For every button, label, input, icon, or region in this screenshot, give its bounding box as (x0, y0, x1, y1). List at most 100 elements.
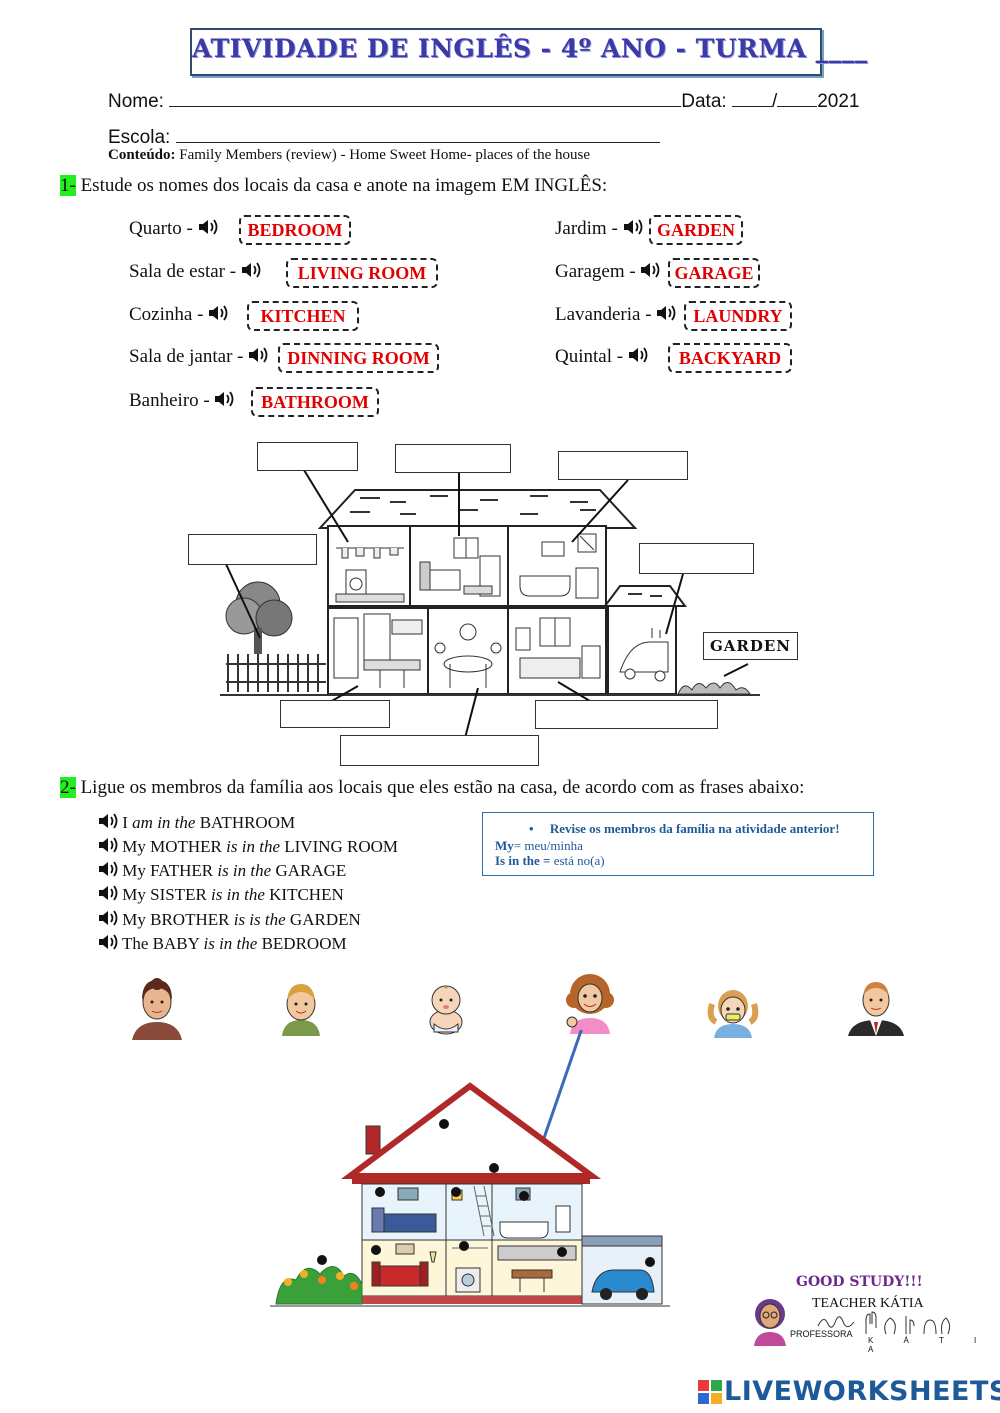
date-label: Data: (681, 91, 727, 112)
answer-garage: GARAGE (668, 258, 760, 288)
speaker-icon[interactable] (640, 261, 660, 279)
tip-line-2: Is in the = está no(a) (495, 853, 605, 869)
tip-line-1: My= meu/minha (495, 838, 583, 854)
speaker-icon[interactable] (98, 884, 118, 902)
question-1-text: Estude os nomes dos locais da casa e ano… (80, 175, 608, 196)
me-avatar[interactable] (562, 970, 618, 1034)
school-label: Escola: (108, 127, 171, 148)
vocab-bedroom: Quarto - (129, 218, 218, 240)
mother-avatar[interactable] (128, 978, 186, 1040)
label-box-dinning-room[interactable] (340, 735, 539, 766)
label-box-kitchen[interactable] (280, 700, 390, 728)
label-box-laundry[interactable] (257, 442, 358, 471)
sentence-place: GARAGE (271, 861, 347, 880)
vocab-garage: Garagem - (555, 261, 660, 283)
answer-bathroom: BATHROOM (251, 387, 379, 417)
sign-language-hands-icon (865, 1311, 951, 1335)
name-field[interactable] (169, 88, 682, 107)
speaker-icon[interactable] (623, 218, 643, 236)
answer-dinning-room: DINNING ROOM (278, 343, 439, 373)
answer-bedroom: BEDROOM (239, 215, 351, 245)
date-sep: / (771, 91, 778, 112)
sentence-place: BEDROOM (257, 934, 347, 953)
title-box: ATIVIDADE DE INGLÊS - 4º ANO - TURMA ___… (190, 28, 868, 76)
vocab-pt-label: Sala de estar - (129, 261, 237, 282)
label-box-garage[interactable] (639, 543, 754, 574)
name-row: Nome: Data: /2021 (108, 88, 860, 113)
sentence-verb: is is the (233, 910, 286, 929)
teacher-name: TEACHER KÁTIA (812, 1296, 924, 1311)
vocab-kitchen: Cozinha - (129, 304, 228, 326)
speaker-icon[interactable] (248, 346, 268, 364)
date-day-field[interactable] (731, 88, 772, 107)
sentence-verb: is in the (217, 861, 272, 880)
vocab-pt-label: Garagem - (555, 261, 636, 282)
speaker-icon[interactable] (628, 346, 648, 364)
speaker-icon[interactable] (98, 909, 118, 927)
sentence-verb: is in the (226, 837, 280, 856)
speaker-icon[interactable] (656, 304, 676, 322)
speaker-icon[interactable] (98, 836, 118, 854)
sentence-3: My FATHER is in the GARAGE (98, 860, 346, 881)
answer-kitchen: KITCHEN (247, 301, 359, 331)
sentence-place: LIVING ROOM (280, 837, 399, 856)
school-field[interactable] (175, 124, 660, 143)
vocab-pt-label: Banheiro - (129, 390, 210, 411)
vocab-garden: Jardim - (555, 218, 643, 240)
answer-living-room: LIVING ROOM (286, 258, 438, 288)
sentence-verb: is in the (203, 934, 258, 953)
katia-letters: K Á T I A (868, 1336, 991, 1354)
teacher-avatar (754, 1299, 786, 1346)
answer-backyard: BACKYARD (668, 343, 792, 373)
label-box-living-room[interactable] (535, 700, 718, 729)
speaker-icon[interactable] (98, 812, 118, 830)
vocab-pt-label: Jardim - (555, 218, 618, 239)
tip-bullet-text: Revise os membros da família na atividad… (549, 821, 840, 836)
date-month-field[interactable] (777, 88, 818, 107)
school-row: Escola: (108, 124, 660, 149)
brother-avatar[interactable] (278, 980, 324, 1036)
vocab-backyard: Quintal - (555, 346, 648, 368)
family-house-diagram (270, 1030, 670, 1307)
vocab-pt-label: Sala de jantar - (129, 346, 244, 367)
tip-line-2-bold: Is in the = (495, 853, 551, 868)
label-box-backyard[interactable] (188, 534, 317, 565)
vocab-bathroom: Banheiro - (129, 390, 234, 412)
speaker-icon[interactable] (241, 261, 261, 279)
father-avatar[interactable] (846, 978, 906, 1036)
vocab-dinning-room: Sala de jantar - (129, 346, 268, 368)
sister-avatar[interactable] (706, 982, 760, 1038)
sentence-4: My SISTER is in the KITCHEN (98, 884, 344, 905)
tip-box: • Revise os membros da família na ativid… (482, 812, 874, 876)
vocab-living-room: Sala de estar - (129, 261, 261, 283)
vocab-laundry: Lavanderia - (555, 304, 676, 326)
question-1: 1- Estude os nomes dos locais da casa e … (60, 175, 607, 197)
baby-avatar[interactable] (422, 980, 470, 1036)
tip-bullet: • Revise os membros da família na ativid… (529, 821, 840, 836)
sentence-place: GARDEN (285, 910, 361, 929)
liveworksheets-logo-icon (698, 1380, 722, 1404)
sentence-place: KITCHEN (264, 885, 344, 904)
sentence-verb: am in the (132, 813, 196, 832)
speaker-icon[interactable] (198, 218, 218, 236)
answer-laundry: LAUNDRY (684, 301, 792, 331)
sentence-1: I am in the BATHROOM (98, 812, 295, 833)
label-box-bathroom[interactable] (558, 451, 688, 480)
speaker-icon[interactable] (208, 304, 228, 322)
good-study-text: GOOD STUDY!!! (796, 1274, 923, 1290)
liveworksheets-brand: LIVEWORKSHEETS (724, 1376, 1000, 1407)
speaker-icon[interactable] (214, 390, 234, 408)
label-box-bedroom[interactable] (395, 444, 511, 473)
date-year: 2021 (817, 91, 860, 112)
speaker-icon[interactable] (98, 933, 118, 951)
content-text: Family Members (review) - Home Sweet Hom… (179, 147, 590, 163)
speaker-icon[interactable] (98, 860, 118, 878)
vocab-pt-label: Lavanderia - (555, 304, 652, 325)
content-row: Conteúdo: Family Members (review) - Home… (108, 147, 590, 164)
page-title: ATIVIDADE DE INGLÊS - 4º ANO - TURMA ___… (192, 34, 868, 63)
sentence-5: My BROTHER is is the GARDEN (98, 909, 361, 930)
question-1-number: 1- (60, 175, 76, 196)
label-garden: GARDEN (703, 632, 798, 660)
sentence-subject: The BABY (121, 934, 204, 953)
sentence-subject: I (122, 813, 133, 832)
